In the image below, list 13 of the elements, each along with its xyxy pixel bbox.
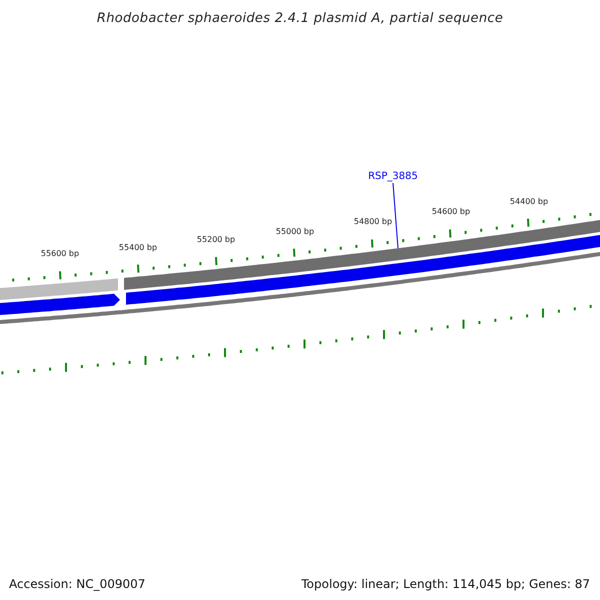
title: Rhodobacter sphaeroides 2.4.1 plasmid A, partial sequence [96,10,504,28]
tick-label: 55600 bp [40,250,80,258]
tick-label: 54400 bp [510,198,548,206]
tick-label: 55200 bp [196,236,236,244]
gene-bar [0,294,120,316]
gene-bar [0,278,118,301]
accession-text: Accession: NC_009007 [9,576,146,593]
gene-label: RSP_3885 [368,172,418,182]
tick-label: 54600 bp [432,208,470,216]
tick-label: 55000 bp [276,228,314,236]
tick-label: 54800 bp [354,218,392,226]
summary-text: Topology: linear; Length: 114,045 bp; Genes: 87 [301,576,590,593]
tick-label: 55400 bp [118,244,158,252]
